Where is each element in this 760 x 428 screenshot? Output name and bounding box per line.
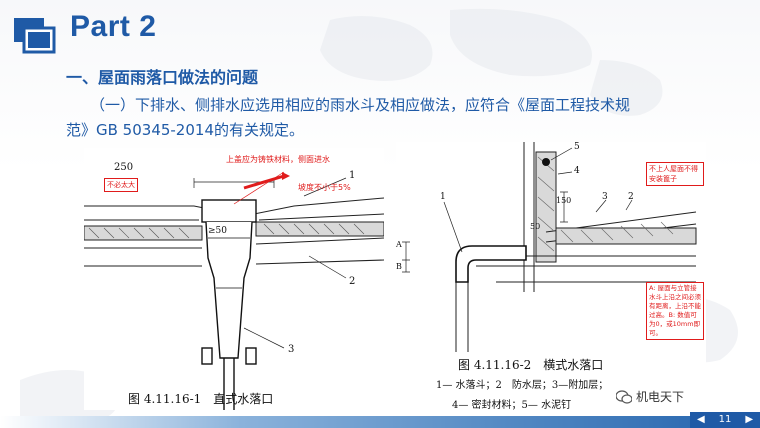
next-page-button[interactable]: ▶ (745, 414, 754, 425)
dim-250: 250 (114, 162, 134, 173)
label-1: 1 (349, 170, 356, 181)
note-a-b: A: 屋面与立管接水斗上沿之间必须有距离，上沿不能过高。B: 数值可为0，或10… (646, 282, 704, 340)
body-paragraph: （一）下排水、侧排水应选用相应的雨水斗及相应做法，应符合《屋面工程技术规 范》G… (66, 93, 746, 143)
watermark: 机电天下 (616, 388, 684, 405)
label-4: 4 (574, 166, 580, 176)
watermark-text: 机电天下 (636, 390, 685, 404)
label-2: 2 (349, 276, 356, 287)
figure2-legend-line-2: 4— 密封材料；5— 水泥钉 (452, 400, 572, 411)
figure-vertical-drain: 250 不必太大 上盖应为铸铁材料，侧面进水 坡度不小于5% ≥50 1 2 3… (83, 148, 385, 410)
note-cast-iron-cover: 上盖应为铸铁材料，侧面进水 (226, 155, 330, 164)
pager: ◀ 11 ▶ (690, 412, 760, 428)
label-2: 2 (628, 192, 634, 202)
wechat-icon (616, 389, 632, 404)
paragraph-line-1: （一）下排水、侧排水应选用相应的雨水斗及相应做法，应符合《屋面工程技术规 (90, 96, 631, 114)
label-3: 3 (602, 192, 608, 202)
dim-50: ≥50 (208, 226, 227, 236)
dim-b: B (396, 262, 402, 271)
dim-50: 50 (530, 222, 541, 231)
paragraph-line-2: 范》GB 50345-2014的有关规定。 (66, 121, 304, 139)
section-heading: 一、屋面雨落口做法的问题 (66, 68, 259, 87)
footer: ◀ 11 ▶ (0, 412, 760, 428)
page-title: Part 2 (70, 10, 157, 43)
label-1: 1 (440, 192, 446, 202)
note-no-grate: 不上人屋面不得安装篦子 (646, 162, 704, 186)
side-drain-drawing (402, 142, 697, 352)
figure2-caption: 图 4.11.16-2 横式水落口 (458, 358, 604, 372)
figure-side-drain: 5 4 3 2 1 150 50 A B 不上人屋面不得安装篦子 A: 屋面与立… (396, 142, 706, 412)
prev-page-button[interactable]: ◀ (696, 414, 705, 425)
page-number: 11 (718, 414, 732, 425)
vertical-drain-drawing (83, 171, 385, 410)
label-3: 3 (288, 344, 295, 355)
figure2-legend-line-1: 1— 水落斗；2 防水层；3—附加层； (436, 380, 609, 391)
figure1-caption: 图 4.11.16-1 直式水落口 (128, 392, 274, 406)
dim-150: 150 (556, 196, 572, 205)
note-not-too-large: 不必太大 (104, 178, 138, 192)
label-5: 5 (574, 142, 580, 152)
footer-bar (0, 416, 690, 428)
note-slope: 坡度不小于5% (298, 183, 351, 192)
dim-a: A (396, 240, 402, 249)
logo-icon (14, 18, 56, 54)
